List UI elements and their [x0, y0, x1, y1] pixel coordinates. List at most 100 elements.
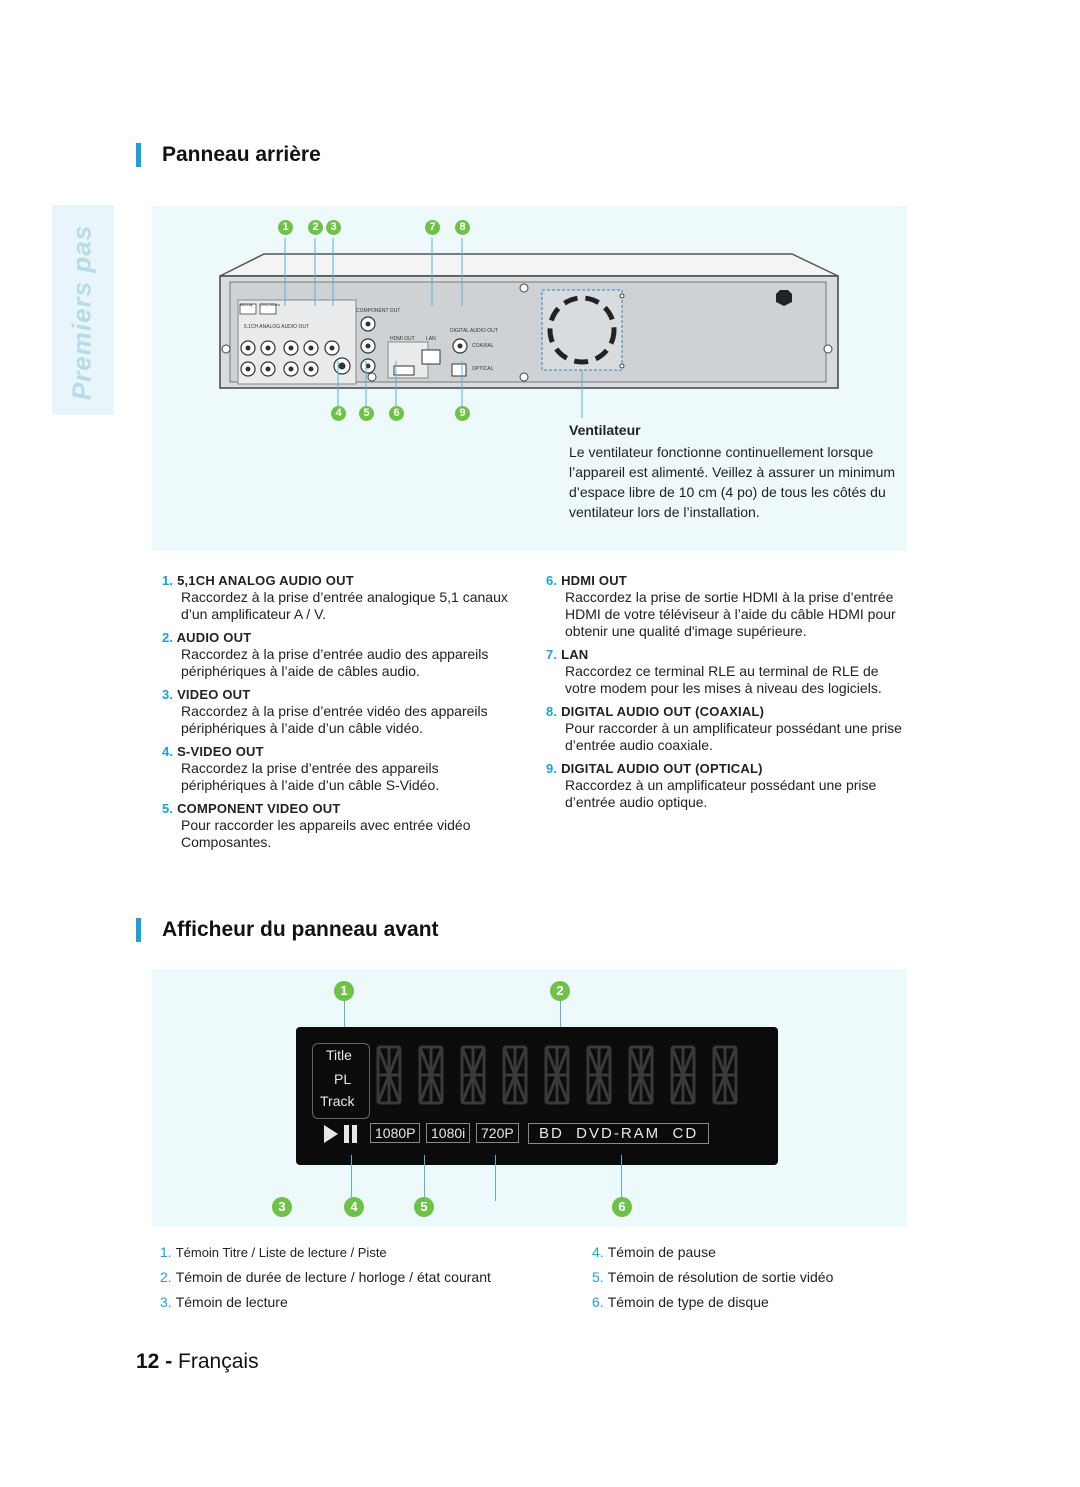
item-number: 7. [546, 647, 558, 662]
item-title: S-VIDEO OUT [177, 744, 264, 759]
legend-item-4: 4.Témoin de pause [592, 1240, 892, 1265]
item-desc: Raccordez la prise de sortie HDMI à la p… [565, 589, 896, 639]
item-number: 2. [162, 630, 174, 645]
label-blu-ray: Blu-ray [240, 302, 253, 307]
pl-indicator: PL [334, 1071, 352, 1087]
item-number: 4. [162, 744, 174, 759]
legend-text: Témoin de pause [607, 1244, 716, 1260]
callout-line [495, 1155, 496, 1201]
legend-item-1: 1.Témoin Titre / Liste de lecture / Pist… [160, 1240, 560, 1265]
callout-line [351, 1155, 352, 1201]
rear-panel-figure: 1 2 3 7 8 4 5 6 9 Blu-ray DVD-Video 5.1C… [152, 206, 907, 551]
legend-number: 3. [160, 1294, 172, 1310]
legend-number: 2. [160, 1269, 172, 1285]
fan-title: Ventilateur [569, 422, 641, 438]
disc-type-indicator: BD DVD-RAM CD [528, 1123, 710, 1144]
res-720p: 720P [476, 1123, 519, 1143]
display-callout-4: 4 [344, 1197, 364, 1217]
display-callout-6: 6 [612, 1197, 632, 1217]
legend-number: 4. [592, 1244, 604, 1260]
item-desc: Raccordez à un amplificateur possédant u… [565, 777, 877, 810]
item-desc: Raccordez à la prise d’entrée audio des … [181, 646, 489, 679]
callout-2: 2 [308, 220, 323, 235]
label-analog: 5.1CH ANALOG AUDIO OUT [244, 324, 310, 330]
res-1080p: 1080P [370, 1123, 421, 1143]
item-desc: Pour raccorder à un amplificateur posséd… [565, 720, 902, 753]
callout-4: 4 [331, 406, 346, 421]
play-icon [324, 1125, 338, 1143]
rear-panel-device-illustration [219, 238, 839, 418]
title-indicator: Title [326, 1047, 352, 1063]
callout-1: 1 [278, 220, 293, 235]
rear-item-1: 1. 5,1CH ANALOG AUDIO OUT Raccordez à la… [162, 572, 522, 623]
side-tab-label: Premiers pas [66, 224, 97, 401]
rear-item-9: 9. DIGITAL AUDIO OUT (OPTICAL) Raccordez… [546, 760, 908, 811]
track-indicator: Track [320, 1093, 355, 1109]
legend-item-3: 3.Témoin de lecture [160, 1290, 560, 1315]
rear-item-4: 4. S-VIDEO OUT Raccordez la prise d’entr… [162, 743, 522, 794]
pause-icon [344, 1125, 349, 1143]
page-footer: 12 - Français [136, 1350, 259, 1374]
display-callout-3: 3 [272, 1197, 292, 1217]
callout-line [424, 1155, 425, 1201]
callout-8: 8 [455, 220, 470, 235]
footer-separator: - [165, 1350, 173, 1373]
label-dvd-video: DVD-Video [260, 302, 280, 307]
label-lan: LAN [426, 336, 436, 342]
item-number: 3. [162, 687, 174, 702]
legend-item-5: 5.Témoin de résolution de sortie vidéo [592, 1265, 892, 1290]
item-number: 5. [162, 801, 174, 816]
item-number: 8. [546, 704, 558, 719]
item-desc: Raccordez à la prise d’entrée vidéo des … [181, 703, 488, 736]
item-desc: Pour raccorder les appareils avec entrée… [181, 817, 471, 850]
item-title: COMPONENT VIDEO OUT [177, 801, 341, 816]
legend-number: 6. [592, 1294, 604, 1310]
display-callout-1: 1 [334, 981, 354, 1001]
res-1080i: 1080i [426, 1123, 471, 1143]
callout-5: 5 [359, 406, 374, 421]
item-number: 9. [546, 761, 558, 776]
legend-text: Témoin de durée de lecture / horloge / é… [175, 1269, 491, 1285]
display-legend-right: 4.Témoin de pause 5.Témoin de résolution… [592, 1240, 892, 1315]
item-number: 6. [546, 573, 558, 588]
display-legend-left: 1.Témoin Titre / Liste de lecture / Pist… [160, 1240, 560, 1315]
item-number: 1. [162, 573, 174, 588]
legend-text: Témoin de résolution de sortie vidéo [607, 1269, 834, 1285]
callout-line [344, 1001, 345, 1043]
vfd-display: Title PL Track 1080P 1080i 720P [296, 1027, 778, 1165]
segment-digits [376, 1045, 738, 1105]
display-callout-2: 2 [550, 981, 570, 1001]
display-callout-5: 5 [414, 1197, 434, 1217]
label-digital: DIGITAL AUDIO OUT [450, 328, 498, 334]
rear-items-right: 6. HDMI OUT Raccordez la prise de sortie… [546, 572, 908, 811]
item-desc: Raccordez à la prise d’entrée analogique… [181, 589, 508, 622]
rear-item-6: 6. HDMI OUT Raccordez la prise de sortie… [546, 572, 908, 640]
label-coaxial: COAXIAL [472, 343, 494, 349]
rear-item-5: 5. COMPONENT VIDEO OUT Pour raccorder le… [162, 800, 522, 851]
legend-text: Témoin Titre / Liste de lecture / Piste [175, 1245, 387, 1260]
callout-line [621, 1155, 622, 1201]
callout-line [560, 1001, 561, 1043]
callout-9: 9 [455, 406, 470, 421]
label-optical: OPTICAL [472, 366, 494, 372]
callout-6: 6 [389, 406, 404, 421]
legend-number: 1. [160, 1244, 172, 1260]
side-tab: Premiers pas [52, 205, 114, 415]
callout-3: 3 [326, 220, 341, 235]
page-number: 12 [136, 1350, 160, 1373]
rear-panel-title: Panneau arrière [162, 143, 321, 166]
footer-language: Français [178, 1350, 259, 1373]
item-title: 5,1CH ANALOG AUDIO OUT [177, 573, 354, 588]
item-desc: Raccordez la prise d’entrée des appareil… [181, 760, 440, 793]
item-title: DIGITAL AUDIO OUT (OPTICAL) [561, 761, 763, 776]
item-title: DIGITAL AUDIO OUT (COAXIAL) [561, 704, 765, 719]
item-title: LAN [561, 647, 589, 662]
rear-item-7: 7. LAN Raccordez ce terminal RLE au term… [546, 646, 908, 697]
callout-7: 7 [425, 220, 440, 235]
front-display-figure: 1 2 Title PL Track [152, 969, 907, 1227]
item-title: HDMI OUT [561, 573, 627, 588]
rear-items-left: 1. 5,1CH ANALOG AUDIO OUT Raccordez à la… [162, 572, 522, 851]
legend-text: Témoin de type de disque [607, 1294, 769, 1310]
fan-text: Le ventilateur fonctionne continuellemen… [569, 444, 896, 520]
rear-item-8: 8. DIGITAL AUDIO OUT (COAXIAL) Pour racc… [546, 703, 908, 754]
